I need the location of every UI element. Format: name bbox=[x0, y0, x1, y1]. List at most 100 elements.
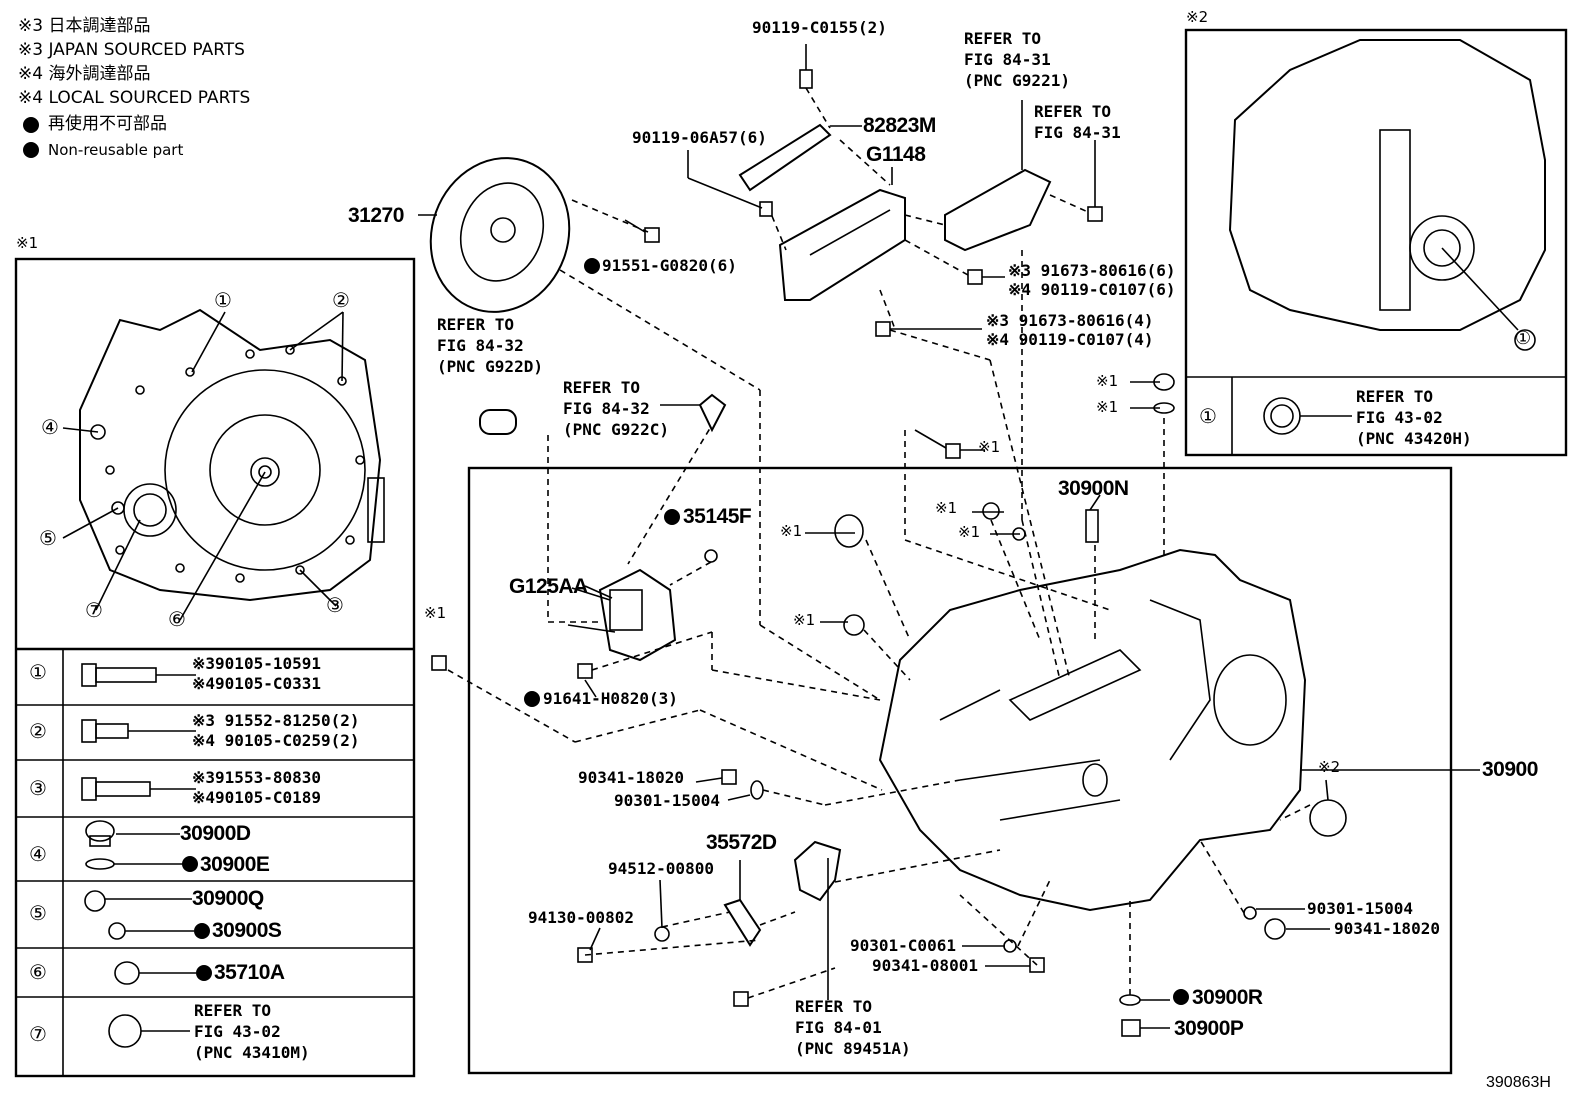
refer-89451a-2: FIG 84-01 bbox=[795, 1018, 882, 1037]
callout-30900: 30900 bbox=[1482, 758, 1538, 781]
callout-g1148: G1148 bbox=[866, 143, 926, 166]
nonreusable-dot bbox=[194, 923, 210, 939]
refer-84-31-2: FIG 84-31 bbox=[1034, 123, 1121, 142]
legend-dot-jp bbox=[23, 117, 39, 133]
callout-90119-c0107-6: ※4 90119-C0107(6) bbox=[1008, 280, 1176, 299]
cover-drawing bbox=[944, 168, 1052, 252]
table-row-3-a: ※391553-80830 bbox=[192, 768, 321, 787]
table-row-3-b: ※490105-C0189 bbox=[192, 788, 321, 807]
callout-31270: 31270 bbox=[348, 204, 404, 227]
refer-g922d-3: (PNC G922D) bbox=[437, 357, 543, 376]
table-row-1-num: ① bbox=[29, 660, 47, 684]
table-row-4-num: ④ bbox=[29, 842, 47, 866]
callout-90341-08001: 90341-08001 bbox=[872, 956, 978, 975]
transaxle-assembly-drawing bbox=[878, 548, 1307, 912]
callout-94130-00802: 94130-00802 bbox=[528, 908, 634, 927]
right-housing-drawing bbox=[1228, 39, 1546, 435]
mark-x1-seal-a: ※1 bbox=[780, 522, 803, 540]
left-label-3: ③ bbox=[326, 593, 344, 617]
legend-japan-jp: ※3 日本調達部品 bbox=[18, 16, 151, 36]
clutch-plate-drawing bbox=[418, 157, 571, 313]
right-diagram-label-1: ① bbox=[1515, 328, 1532, 349]
table-row-5-a: 30900Q bbox=[192, 887, 264, 910]
left-label-4: ④ bbox=[41, 415, 59, 439]
right-box-ref-3: (PNC 43420H) bbox=[1356, 429, 1472, 448]
left-housing-drawing bbox=[79, 308, 385, 602]
callout-91641-h0820: 91641-H0820(3) bbox=[543, 689, 678, 708]
callout-90341-18020-right: 90341-18020 bbox=[1334, 919, 1440, 938]
refer-g922c-3: (PNC G922C) bbox=[563, 420, 669, 439]
box2-mark: ※2 bbox=[1186, 8, 1209, 26]
legend-japan-en: ※3 JAPAN SOURCED PARTS bbox=[18, 40, 245, 60]
nonreusable-dot bbox=[196, 965, 212, 981]
callout-90119-06a57: 90119-06A57(6) bbox=[632, 128, 767, 147]
left-label-5: ⑤ bbox=[39, 526, 57, 550]
mark-x2-seal: ※2 bbox=[1318, 758, 1341, 776]
solid-leaders bbox=[584, 381, 1480, 1029]
callout-90341-18020-left: 90341-18020 bbox=[578, 768, 684, 787]
mark-x1-gasket: ※1 bbox=[1096, 398, 1119, 416]
callout-30900p: 30900P bbox=[1174, 1017, 1244, 1040]
callout-30900r: 30900R bbox=[1192, 986, 1263, 1009]
callout-30900n: 30900N bbox=[1058, 477, 1129, 500]
legend-nonreusable-jp: 再使用不可部品 bbox=[48, 114, 167, 134]
table-row-3-num: ③ bbox=[29, 776, 47, 800]
callout-90119-c0155: 90119-C0155(2) bbox=[752, 18, 887, 37]
right-detail-frame bbox=[1184, 28, 1568, 457]
dashed-leaders bbox=[447, 87, 1311, 999]
nonreusable-dot bbox=[182, 856, 198, 872]
callout-g125aa: G125AA bbox=[509, 575, 588, 598]
table-row-5-b: 30900S bbox=[212, 919, 282, 942]
callout-82823m: 82823M bbox=[863, 114, 936, 137]
table-row-2-num: ② bbox=[29, 719, 47, 743]
right-box-ref-1: REFER TO bbox=[1356, 387, 1434, 406]
legend-dot-en bbox=[23, 142, 39, 158]
mark-x1-washer-a: ※1 bbox=[935, 499, 958, 517]
refer-g9221-1: REFER TO bbox=[964, 29, 1042, 48]
sensor-35572d-drawing bbox=[723, 840, 842, 1000]
table-row-4-a: 30900D bbox=[180, 822, 251, 845]
refer-g922d-2: FIG 84-32 bbox=[437, 336, 524, 355]
bolt-icons bbox=[431, 44, 1347, 1037]
refer-89451a-3: (PNC 89451A) bbox=[795, 1039, 911, 1058]
table-row-7-a: REFER TO bbox=[194, 1001, 272, 1020]
refer-g922d-1: REFER TO bbox=[437, 315, 515, 334]
left-label-2: ② bbox=[332, 288, 350, 312]
table-row-1-b: ※490105-C0331 bbox=[192, 674, 321, 693]
callout-91551-g0820: 91551-G0820(6) bbox=[602, 256, 737, 275]
refer-89451a-1: REFER TO bbox=[795, 997, 873, 1016]
callout-90301-15004-left: 90301-15004 bbox=[614, 791, 720, 810]
left-label-1: ① bbox=[214, 288, 232, 312]
table-row-7-c: (PNC 43410M) bbox=[194, 1043, 310, 1062]
legend-nonreusable-en: Non-reusable part bbox=[48, 141, 184, 159]
mark-x1-plug: ※1 bbox=[1096, 372, 1119, 390]
table-row-2-a: ※3 91552-81250(2) bbox=[192, 711, 360, 730]
sensor-g125aa-drawing bbox=[567, 568, 677, 662]
callout-90301-15004-right: 90301-15004 bbox=[1307, 899, 1413, 918]
refer-g922c-2: FIG 84-32 bbox=[563, 399, 650, 418]
mark-x1-washer-b: ※1 bbox=[958, 523, 981, 541]
mark-x1-bolt: ※1 bbox=[978, 438, 1001, 456]
refer-84-31-1: REFER TO bbox=[1034, 102, 1112, 121]
callout-90119-c0107-4: ※4 90119-C0107(4) bbox=[986, 330, 1154, 349]
left-detail-frame bbox=[14, 257, 416, 1078]
table-row-7-b: FIG 43-02 bbox=[194, 1022, 281, 1041]
box1-mark: ※1 bbox=[16, 234, 39, 252]
refer-g9221-2: FIG 84-31 bbox=[964, 50, 1051, 69]
left-table-bolt-icons bbox=[81, 663, 196, 1048]
table-row-7-num: ⑦ bbox=[29, 1022, 47, 1046]
callout-35572d: 35572D bbox=[706, 831, 777, 854]
legend-local-en: ※4 LOCAL SOURCED PARTS bbox=[18, 88, 251, 108]
mark-x1-seal-b: ※1 bbox=[793, 611, 816, 629]
callout-94512-00800: 94512-00800 bbox=[608, 859, 714, 878]
table-row-2-b: ※4 90105-C0259(2) bbox=[192, 731, 360, 750]
callout-91673-80616-4: ※3 91673-80616(4) bbox=[986, 311, 1154, 330]
refer-g922c-1: REFER TO bbox=[563, 378, 641, 397]
callout-35145f: 35145F bbox=[683, 505, 752, 528]
refer-g9221-3: (PNC G9221) bbox=[964, 71, 1070, 90]
harness-plug bbox=[479, 409, 517, 435]
table-row-6-num: ⑥ bbox=[29, 960, 47, 984]
table-row-4-b: 30900E bbox=[200, 853, 270, 876]
